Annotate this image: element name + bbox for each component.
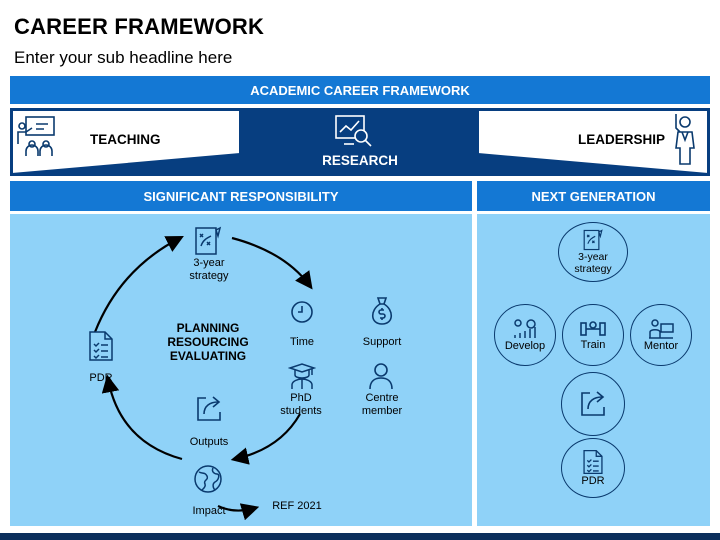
centre-member-label: Centre member xyxy=(361,392,403,417)
dumbbell-icon xyxy=(580,320,606,336)
cycle-arrows xyxy=(93,235,313,521)
pdr-document-icon xyxy=(583,449,603,474)
left-panel xyxy=(10,214,472,526)
growth-chart-icon xyxy=(514,318,536,338)
ng-develop-label: Develop xyxy=(504,339,546,352)
ng-train-circle: Train xyxy=(562,304,624,366)
ng-develop-circle: Develop xyxy=(494,304,556,366)
right-panel-heading: NEXT GENERATION xyxy=(477,181,710,211)
money-bag-icon xyxy=(371,297,393,325)
pdr-document-icon xyxy=(89,331,113,361)
ng-mentor-circle: Mentor xyxy=(630,304,692,366)
cycle-outputs-label: Outputs xyxy=(189,436,229,448)
ng-strategy-label: 3-year strategy xyxy=(574,251,612,275)
research-icon xyxy=(335,115,372,147)
page-title: CAREER FRAMEWORK xyxy=(14,14,265,39)
ng-share-circle xyxy=(561,372,625,436)
pillar-shapes xyxy=(11,109,709,176)
footer-bar xyxy=(0,533,720,540)
mentor-icon xyxy=(649,318,674,339)
page-subtitle: Enter your sub headline here xyxy=(14,48,233,67)
ng-mentor-label: Mentor xyxy=(643,339,679,352)
ng-pdr-circle: PDR xyxy=(561,438,625,498)
time-label: Time xyxy=(289,336,315,348)
pillar-leadership: LEADERSHIP xyxy=(578,132,666,147)
planning-resourcing-evaluating: PLANNING RESOURCING EVALUATING xyxy=(167,321,249,363)
pillar-teaching: TEACHING xyxy=(90,132,161,147)
pillar-research: RESEARCH xyxy=(322,153,398,168)
strategy-icon xyxy=(583,229,603,251)
teaching-icon xyxy=(17,116,55,156)
cycle-impact-label: Impact xyxy=(192,505,226,517)
globe-icon xyxy=(194,465,222,493)
cycle-strategy-label: 3-year strategy xyxy=(189,257,229,282)
person-icon xyxy=(369,363,393,390)
cycle-pdr-label: PDR xyxy=(89,372,113,384)
strategy-icon xyxy=(195,226,222,255)
support-label: Support xyxy=(362,336,402,348)
leader-icon xyxy=(675,114,695,165)
share-icon xyxy=(581,391,605,416)
ng-pdr-label: PDR xyxy=(581,474,605,487)
phd-students-label: PhD students xyxy=(280,392,322,417)
clock-icon xyxy=(291,301,313,323)
ref-2021-label: REF 2021 xyxy=(272,500,322,512)
graduate-icon xyxy=(288,363,316,389)
left-panel-heading: SIGNIFICANT RESPONSIBILITY xyxy=(10,181,472,211)
ng-train-label: Train xyxy=(580,338,606,351)
ng-strategy-circle: 3-year strategy xyxy=(558,222,628,282)
share-icon xyxy=(197,396,221,421)
framework-banner: ACADEMIC CAREER FRAMEWORK xyxy=(10,76,710,104)
